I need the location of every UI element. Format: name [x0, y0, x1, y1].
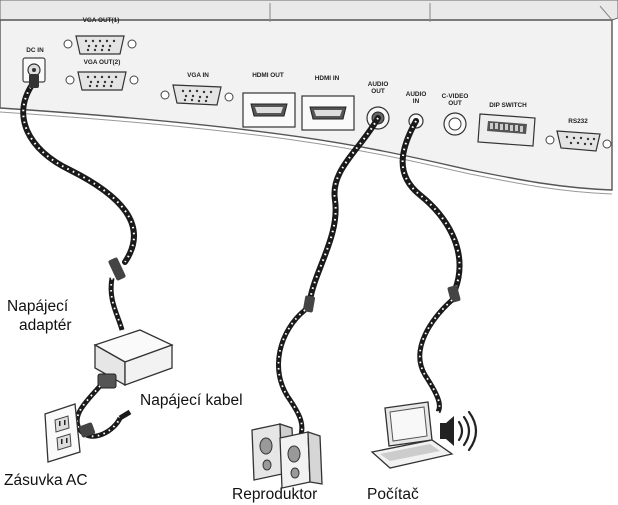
label-hdmi-in: HDMI IN: [315, 75, 340, 82]
vga-in-port: [160, 84, 234, 106]
wall-outlet-icon: [44, 403, 81, 463]
dip-switch-port: [477, 113, 536, 147]
callout-computer: Počítač: [367, 486, 419, 503]
power-adapter-icon: [93, 329, 174, 387]
label-c-video-out-line1: C-VIDEO: [442, 93, 469, 100]
label-audio-in-line1: AUDIO: [406, 91, 427, 98]
label-vga-in: VGA IN: [187, 72, 209, 79]
label-c-video-out-line2: OUT: [448, 100, 462, 107]
label-audio-out-line2: OUT: [371, 88, 385, 95]
rs232-port: [545, 130, 612, 152]
label-vga-out-2: VGA OUT(2): [84, 59, 121, 66]
hdmi-in-port: [301, 95, 355, 131]
callout-speaker: Reproduktor: [232, 486, 317, 503]
label-hdmi-out: HDMI OUT: [252, 72, 284, 79]
label-dc-in: DC IN: [26, 47, 44, 54]
speakers-icon: [251, 423, 323, 489]
label-audio-out-line1: AUDIO: [368, 81, 389, 88]
label-audio-in-line2: IN: [413, 98, 420, 105]
dc-power-cable: [20, 74, 137, 331]
callout-adapter-line1: Napájecí: [7, 298, 69, 315]
vga-out-2-port: [65, 71, 139, 91]
callout-power-cable: Napájecí kabel: [140, 392, 243, 409]
computer-audio-cable: [399, 118, 463, 414]
laptop-icon: [370, 401, 454, 469]
sound-waves-icon: [440, 410, 478, 452]
label-dip-switch: DIP SWITCH: [489, 102, 527, 109]
callout-adapter-line2: adaptér: [19, 317, 72, 334]
callout-ac-outlet: Zásuvka AC: [4, 472, 88, 489]
vga-out-1-port: [63, 35, 137, 55]
c-video-out-port: [443, 112, 467, 136]
hdmi-out-port: [242, 92, 296, 128]
label-rs232: RS232: [568, 118, 588, 125]
power-plug-icon: [74, 373, 132, 439]
speaker-audio-cable: [275, 115, 381, 439]
label-vga-out-1: VGA OUT(1): [83, 17, 120, 24]
